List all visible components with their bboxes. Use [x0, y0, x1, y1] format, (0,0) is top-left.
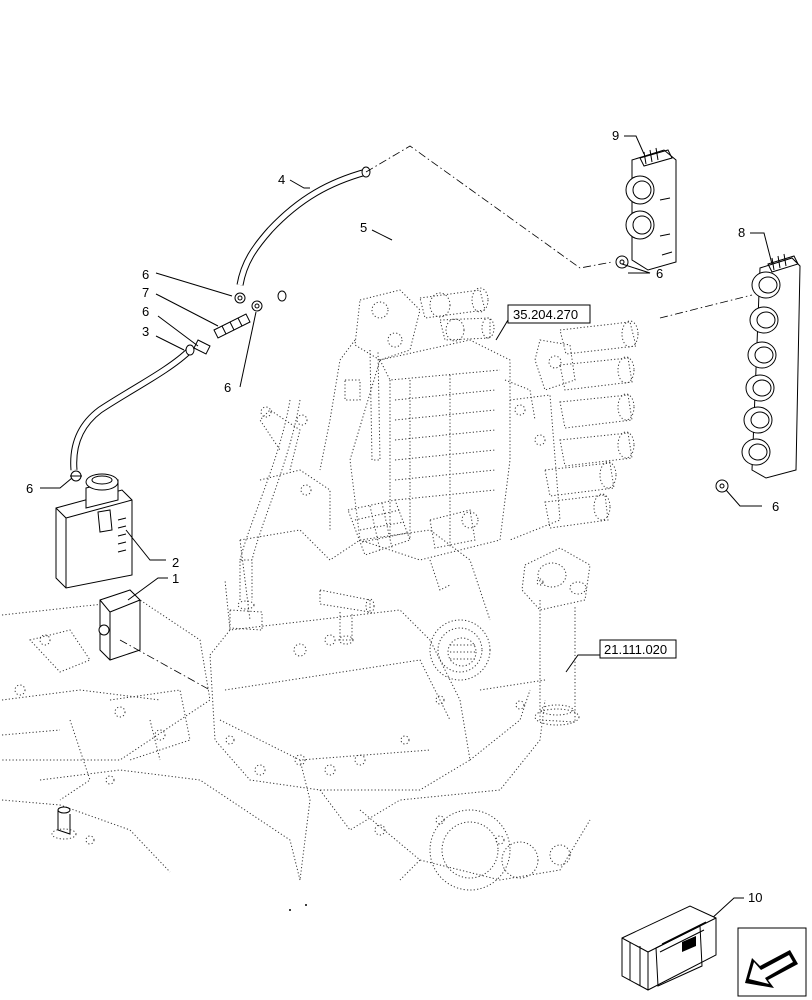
callout-label: 6 — [772, 499, 779, 514]
clamp-6-left — [193, 339, 211, 355]
callout-label: 6 — [142, 267, 149, 282]
callout-label: 6 — [656, 266, 663, 281]
clamp-6-mid — [251, 300, 263, 312]
reference-box-shaft[interactable]: 21.111.020 — [599, 639, 677, 659]
callout-label: 5 — [360, 220, 367, 235]
reference-label: 35.204.270 — [513, 307, 578, 322]
callout-label: 6 — [142, 304, 149, 319]
clamp-6-tank — [70, 470, 82, 482]
callout-label: 8 — [738, 225, 745, 240]
clamp-6-valve8 — [715, 479, 729, 493]
bracket — [98, 589, 141, 661]
clamp-6-valve9 — [615, 255, 629, 269]
reference-box-valve[interactable]: 35.204.270 — [507, 304, 591, 324]
valve-section-9 — [625, 147, 677, 271]
transmission-housing — [1, 406, 591, 891]
fitting-7 — [213, 313, 251, 339]
connection-line-bracket — [119, 639, 211, 691]
callout-label: 6 — [224, 380, 231, 395]
callout-label: 9 — [612, 128, 619, 143]
hose-4 — [236, 166, 371, 286]
wooden-crate-icon — [621, 905, 717, 991]
callout-label: 7 — [142, 285, 149, 300]
callout-label: 4 — [278, 172, 285, 187]
connection-line-hose4-valve9 — [365, 145, 613, 269]
hose-5 — [277, 239, 717, 517]
reference-label: 21.111.020 — [604, 642, 667, 657]
oil-tank — [55, 473, 133, 589]
leader-lines — [40, 135, 773, 921]
callout-label: 6 — [26, 481, 33, 496]
callout-label: 1 — [172, 571, 179, 586]
back-arrow-icon[interactable] — [737, 927, 807, 997]
clamp-6-top — [234, 292, 246, 304]
control-valve-assembly — [319, 287, 639, 591]
callout-label: 2 — [172, 555, 179, 570]
callout-label: 10 — [748, 890, 762, 905]
valve-section-8 — [741, 253, 801, 479]
connection-line-hose5-valve8 — [659, 294, 753, 319]
callout-label: 3 — [142, 324, 149, 339]
hose-3 — [70, 344, 195, 471]
